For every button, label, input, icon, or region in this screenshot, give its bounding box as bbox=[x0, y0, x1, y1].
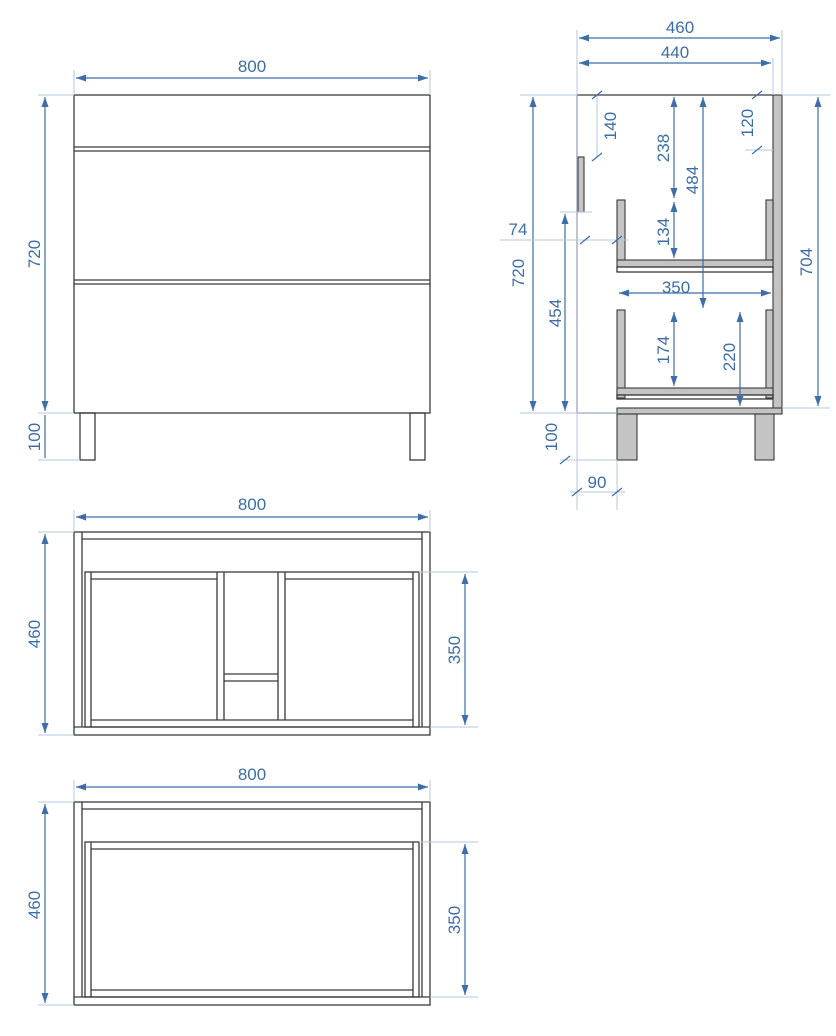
dim-upper-drawer-height: 134 bbox=[654, 218, 673, 246]
dim-lower-drawer-height: 174 bbox=[654, 336, 673, 364]
dim-offset-74: 74 bbox=[509, 220, 528, 239]
dim-depth-body: 440 bbox=[661, 43, 689, 62]
dim-drawer-depth: 350 bbox=[445, 636, 464, 664]
front-view: 800 720 100 bbox=[25, 57, 431, 461]
dim-legs: 100 bbox=[542, 423, 561, 451]
plan-view-lower: 800 460 350 bbox=[25, 765, 478, 1006]
dim-front-top-gap: 120 bbox=[738, 109, 757, 137]
dim-lower-drawer-top: 484 bbox=[683, 166, 702, 194]
dim-height: 720 bbox=[509, 259, 528, 287]
side-view: 460 440 720 454 74 140 238 484 134 350 1… bbox=[500, 18, 830, 510]
dim-width: 800 bbox=[238, 765, 266, 784]
dim-drawer-depth: 350 bbox=[662, 278, 690, 297]
dim-width: 800 bbox=[238, 495, 266, 514]
dim-depth-total: 460 bbox=[666, 18, 694, 37]
dim-depth: 460 bbox=[25, 620, 44, 648]
dim-height: 720 bbox=[25, 240, 44, 268]
plan-view-upper: 800 460 350 bbox=[25, 495, 478, 736]
dim-lower-height: 454 bbox=[546, 299, 565, 327]
dim-upper-drawer-top: 238 bbox=[654, 134, 673, 162]
dim-lower-drawer-inner: 220 bbox=[720, 343, 739, 371]
dim-drawer-depth: 350 bbox=[445, 906, 464, 934]
dim-legs: 100 bbox=[25, 423, 44, 451]
dim-depth: 460 bbox=[25, 891, 44, 919]
dim-leg-offset: 90 bbox=[588, 473, 607, 492]
dim-front-height: 704 bbox=[797, 248, 816, 276]
dim-top-rail: 140 bbox=[601, 112, 620, 140]
dim-width: 800 bbox=[238, 57, 266, 76]
